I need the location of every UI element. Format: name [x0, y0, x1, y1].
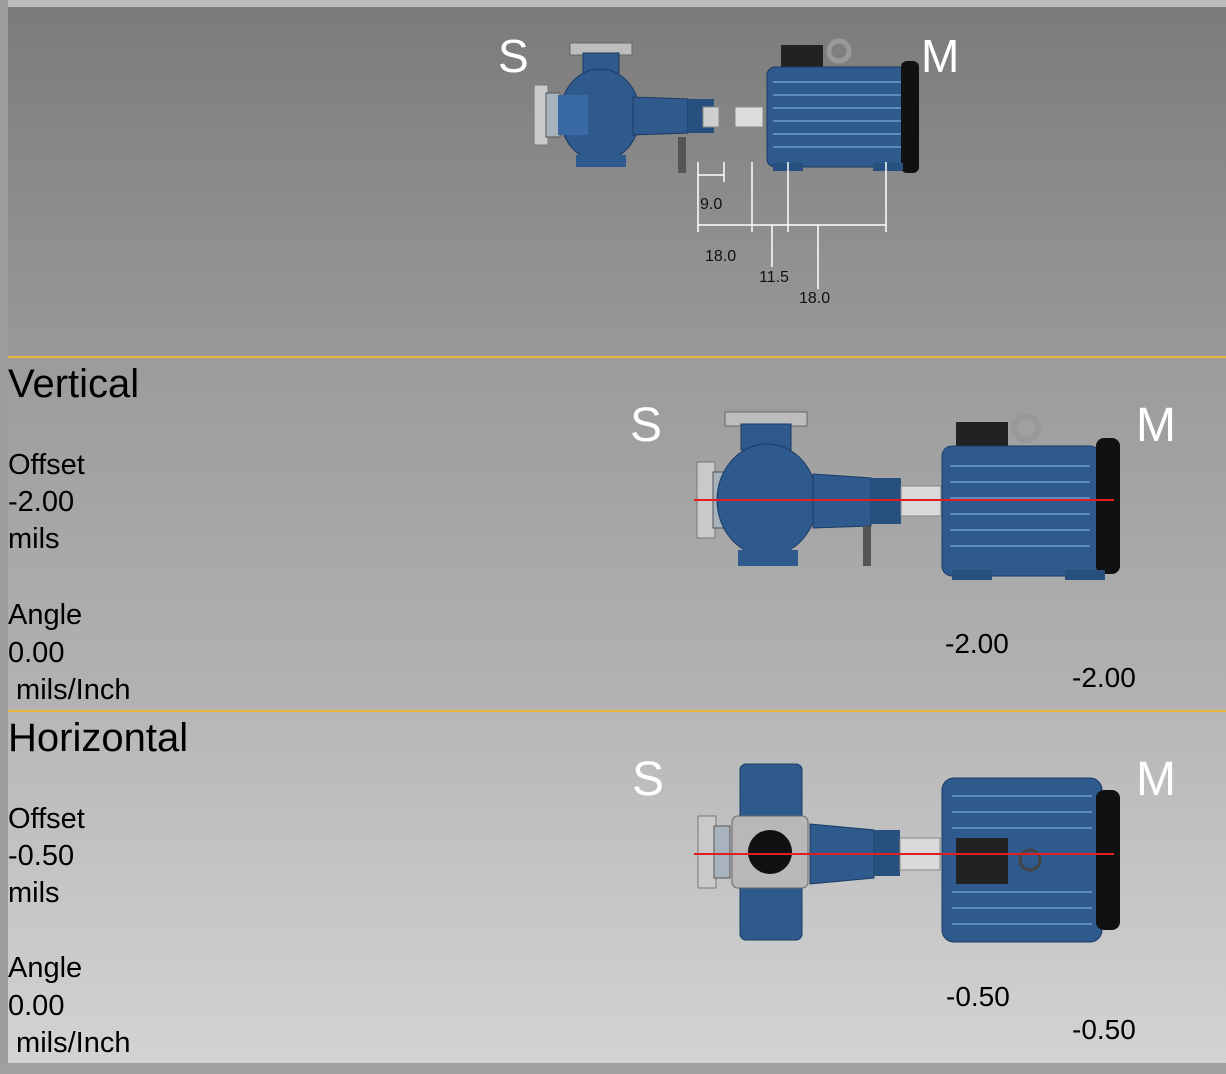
vertical-title: Vertical — [8, 362, 140, 406]
dimension-label-1: 9.0 — [700, 196, 723, 213]
back-foot-value: -2.00 — [1072, 662, 1136, 693]
front-foot-value: -0.50 — [946, 981, 1010, 1012]
stationary-letter: S — [498, 30, 529, 82]
horizontal-angle-value: 0.00 — [8, 990, 65, 1022]
horizontal-offset-label: Offset — [8, 803, 85, 835]
section-separator-1 — [8, 356, 1226, 358]
movable-letter: M — [1136, 753, 1176, 806]
frame-border-top — [0, 0, 1226, 7]
vertical-offset-label: Offset — [8, 449, 85, 481]
dimension-lines — [697, 162, 887, 289]
alignment-line — [694, 853, 1114, 855]
horizontal-title: Horizontal — [8, 716, 189, 760]
horizontal-angle-unit: mils/Inch — [8, 1027, 131, 1059]
stationary-letter: S — [632, 753, 665, 806]
vertical-offset-unit: mils — [8, 523, 60, 555]
coupling-icon — [702, 106, 764, 128]
vertical-panel: Vertical Offset -2.00 mils Angle 0.00 mi… — [8, 358, 1226, 710]
motor-icon — [766, 38, 919, 173]
stationary-letter: S — [630, 399, 663, 452]
horizontal-angle-label: Angle — [8, 952, 83, 984]
dimension-label-3: 11.5 — [759, 269, 789, 286]
frame-border-left — [0, 0, 8, 1074]
pump-icon — [696, 411, 942, 566]
motor-icon — [941, 777, 1120, 943]
back-foot-value: -0.50 — [1072, 1014, 1136, 1045]
movable-letter: M — [1136, 399, 1176, 452]
pump-icon — [533, 42, 714, 173]
horizontal-offset-value: -0.50 — [8, 840, 75, 872]
movable-letter: M — [921, 30, 960, 82]
vertical-angle-unit: mils/Inch — [8, 674, 131, 706]
vertical-offset-value: -2.00 — [8, 486, 75, 518]
vertical-angle-label: Angle — [8, 599, 83, 631]
horizontal-panel: Horizontal Offset -0.50 mils Angle 0.00 … — [8, 712, 1226, 1063]
overview-panel: S M — [8, 7, 1226, 356]
motor-icon — [941, 413, 1120, 580]
dimension-label-2: 18.0 — [705, 248, 737, 265]
frame-border-bottom — [0, 1063, 1226, 1074]
front-foot-value: -2.00 — [945, 628, 1009, 659]
dimension-label-4: 18.0 — [799, 290, 831, 307]
alignment-line — [694, 499, 1114, 501]
section-separator-2 — [8, 710, 1226, 712]
horizontal-offset-unit: mils — [8, 877, 60, 909]
vertical-angle-value: 0.00 — [8, 637, 65, 669]
pump-icon — [697, 763, 941, 941]
